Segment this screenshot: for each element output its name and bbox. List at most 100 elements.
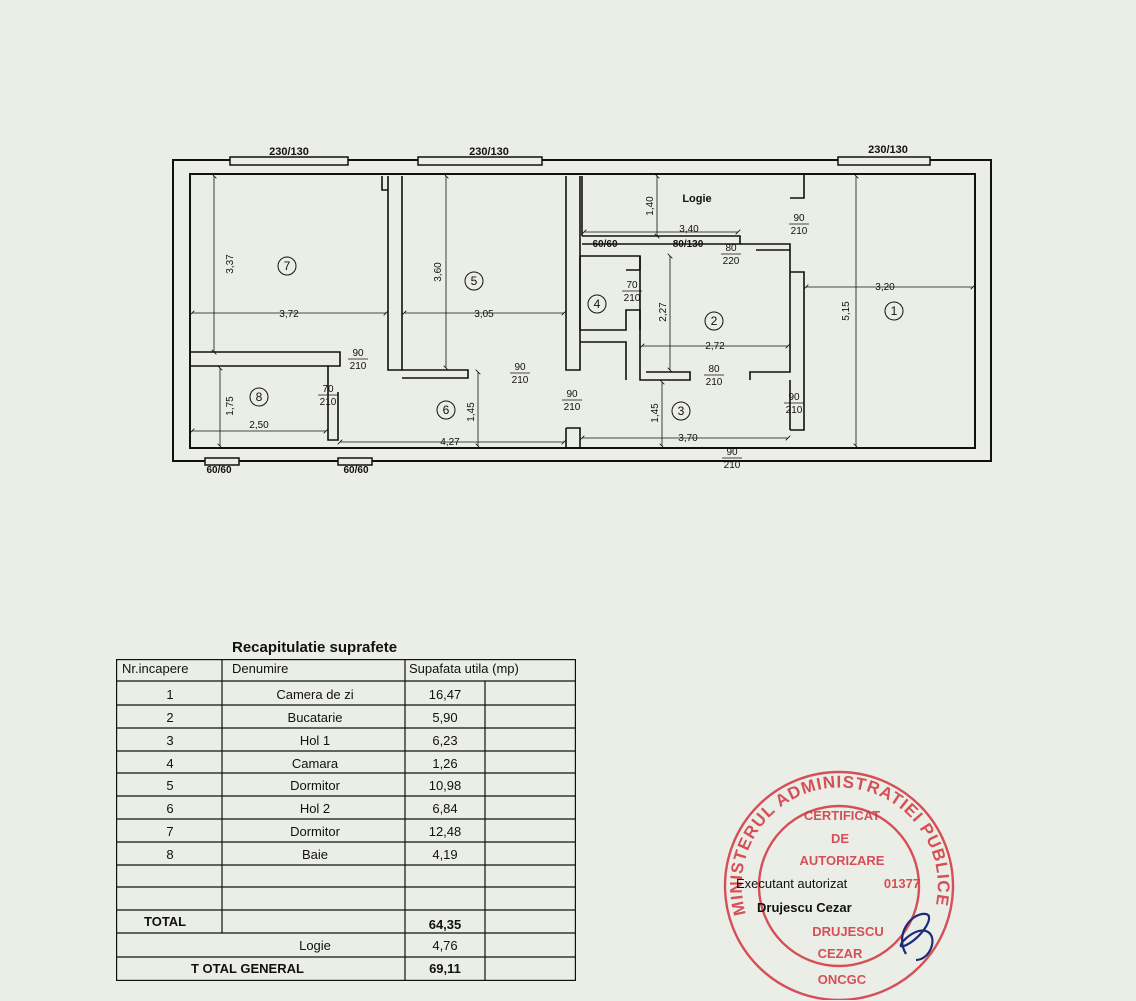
row-nr: 3 xyxy=(166,733,174,748)
dim-r1-height: 5,15 xyxy=(841,301,852,321)
col-header-name: Denumire xyxy=(232,661,289,676)
total-label: TOTAL xyxy=(144,914,187,929)
interior-walls xyxy=(190,173,805,448)
dim-r2-width: 2,72 xyxy=(705,341,725,352)
room-number-3: 3 xyxy=(678,404,685,418)
dim-r6-width: 4,27 xyxy=(440,437,460,448)
room-number-6: 6 xyxy=(443,403,450,417)
dimension-lines xyxy=(192,176,973,446)
grand-total-value: 69,11 xyxy=(429,961,461,976)
row-name: Dormitor xyxy=(290,824,340,839)
col-header-area: Supafata utila (mp) xyxy=(409,661,519,676)
row-name: Baie xyxy=(301,847,329,862)
row-area: 6,84 xyxy=(432,801,458,816)
room-number-4: 4 xyxy=(594,297,601,311)
row-area: 16,47 xyxy=(428,687,462,702)
window-label-top-2: 230/130 xyxy=(469,146,509,158)
door-label-8: 90 210 xyxy=(562,389,582,413)
svg-text:80: 80 xyxy=(708,364,720,375)
row-name: Hol 1 xyxy=(299,733,331,748)
row-area: 12,48 xyxy=(428,824,462,839)
loggia-label: Logie xyxy=(682,193,711,205)
svg-text:90: 90 xyxy=(566,389,578,400)
table-row: 7 Dormitor 12,48 xyxy=(116,821,576,843)
area-table: Nr.incapere Denumire Supafata utila (mp)… xyxy=(116,659,576,981)
svg-text:210: 210 xyxy=(706,377,723,388)
room-number-8: 8 xyxy=(256,390,263,404)
room-number-2: 2 xyxy=(711,314,718,328)
dim-r2-height: 2,27 xyxy=(658,302,669,322)
dim-r3-width: 3,70 xyxy=(678,433,698,444)
door-label-3: 70 210 xyxy=(622,280,642,304)
room-number-1: 1 xyxy=(891,304,898,318)
row-area: 1,26 xyxy=(432,756,458,771)
row-nr: 5 xyxy=(166,778,174,793)
svg-text:210: 210 xyxy=(786,405,803,416)
row-area: 10,98 xyxy=(428,778,462,793)
stamp-line-autorizare: AUTORIZARE xyxy=(800,853,885,868)
total-value: 64,35 xyxy=(428,917,462,932)
stamp-name-2: CEZAR xyxy=(818,946,863,961)
row-name: Camara xyxy=(291,756,339,771)
svg-text:210: 210 xyxy=(624,293,641,304)
svg-text:210: 210 xyxy=(512,375,529,386)
svg-text:210: 210 xyxy=(564,402,581,413)
svg-text:210: 210 xyxy=(350,361,367,372)
row-name: Camera de zi xyxy=(276,687,354,702)
stamp-line-de: DE xyxy=(831,831,849,846)
stamp-org: ONCGC xyxy=(818,972,867,987)
svg-text:90: 90 xyxy=(788,392,800,403)
top-windows xyxy=(204,156,931,466)
executant-name: Drujescu Cezar xyxy=(757,900,852,915)
table-grid xyxy=(116,659,576,981)
dimension-values: 3,37 3,72 3,60 3,05 1,40 3,40 2,27 2,72 … xyxy=(225,196,895,448)
recap-title: Recapitulatie suprafete xyxy=(232,639,398,656)
row-name: Dormitor xyxy=(290,778,340,793)
executant-title: Executant autorizat xyxy=(736,876,848,891)
row-nr: 1 xyxy=(166,687,174,702)
dim-r5-width: 3,05 xyxy=(474,309,494,320)
svg-text:90: 90 xyxy=(726,447,738,458)
svg-text:210: 210 xyxy=(320,397,337,408)
svg-text:210: 210 xyxy=(724,460,741,471)
window-label-bottom-2: 60/60 xyxy=(343,465,368,476)
door-label-4: 90 210 xyxy=(348,348,368,372)
signature xyxy=(899,912,934,962)
svg-text:210: 210 xyxy=(791,226,808,237)
grand-total-label: T OTAL GENERAL xyxy=(191,961,304,976)
svg-text:70: 70 xyxy=(626,280,638,291)
svg-text:90: 90 xyxy=(514,362,526,373)
table-row: 5 Dormitor 10,98 xyxy=(116,775,576,797)
total-row: TOTAL 64,35 xyxy=(116,911,576,933)
dim-r8-height: 1,75 xyxy=(225,396,236,416)
dim-r3-height: 1,45 xyxy=(650,403,661,423)
door-label-10: 90 210 xyxy=(722,447,742,471)
dim-r6-height: 1,45 xyxy=(466,402,477,422)
room-number-5: 5 xyxy=(471,274,478,288)
stamp-line-certificat: CERTIFICAT xyxy=(804,808,880,823)
row-nr: 2 xyxy=(166,710,174,725)
door-label-9: 90 210 xyxy=(784,392,804,416)
dim-r1-width: 3,20 xyxy=(875,282,895,293)
row-nr: 8 xyxy=(166,847,174,862)
window-label-top-3: 230/130 xyxy=(868,144,908,156)
loggia-row-label: Logie xyxy=(299,938,331,953)
dim-loggia-depth: 1,40 xyxy=(645,196,656,216)
svg-text:220: 220 xyxy=(723,256,740,267)
stamp-number: 01377 xyxy=(884,876,920,891)
svg-text:80: 80 xyxy=(725,243,737,254)
row-area: 4,19 xyxy=(432,847,458,862)
svg-text:90: 90 xyxy=(793,213,805,224)
table-row: 3 Hol 1 6,23 xyxy=(116,730,576,752)
loggia-row: Logie 4,76 xyxy=(116,935,576,957)
row-area: 6,23 xyxy=(432,733,458,748)
table-row: 6 Hol 2 6,84 xyxy=(116,798,576,820)
row-nr: 6 xyxy=(166,801,174,816)
table-row: 4 Camara 1,26 xyxy=(116,753,576,775)
row-area: 5,90 xyxy=(432,710,458,725)
row-nr: 4 xyxy=(166,756,174,771)
door-label-6: 80 210 xyxy=(704,364,724,388)
col-header-nr: Nr.incapere xyxy=(122,661,189,676)
svg-text:70: 70 xyxy=(322,384,334,395)
door-label-1: 90 210 xyxy=(789,213,809,237)
